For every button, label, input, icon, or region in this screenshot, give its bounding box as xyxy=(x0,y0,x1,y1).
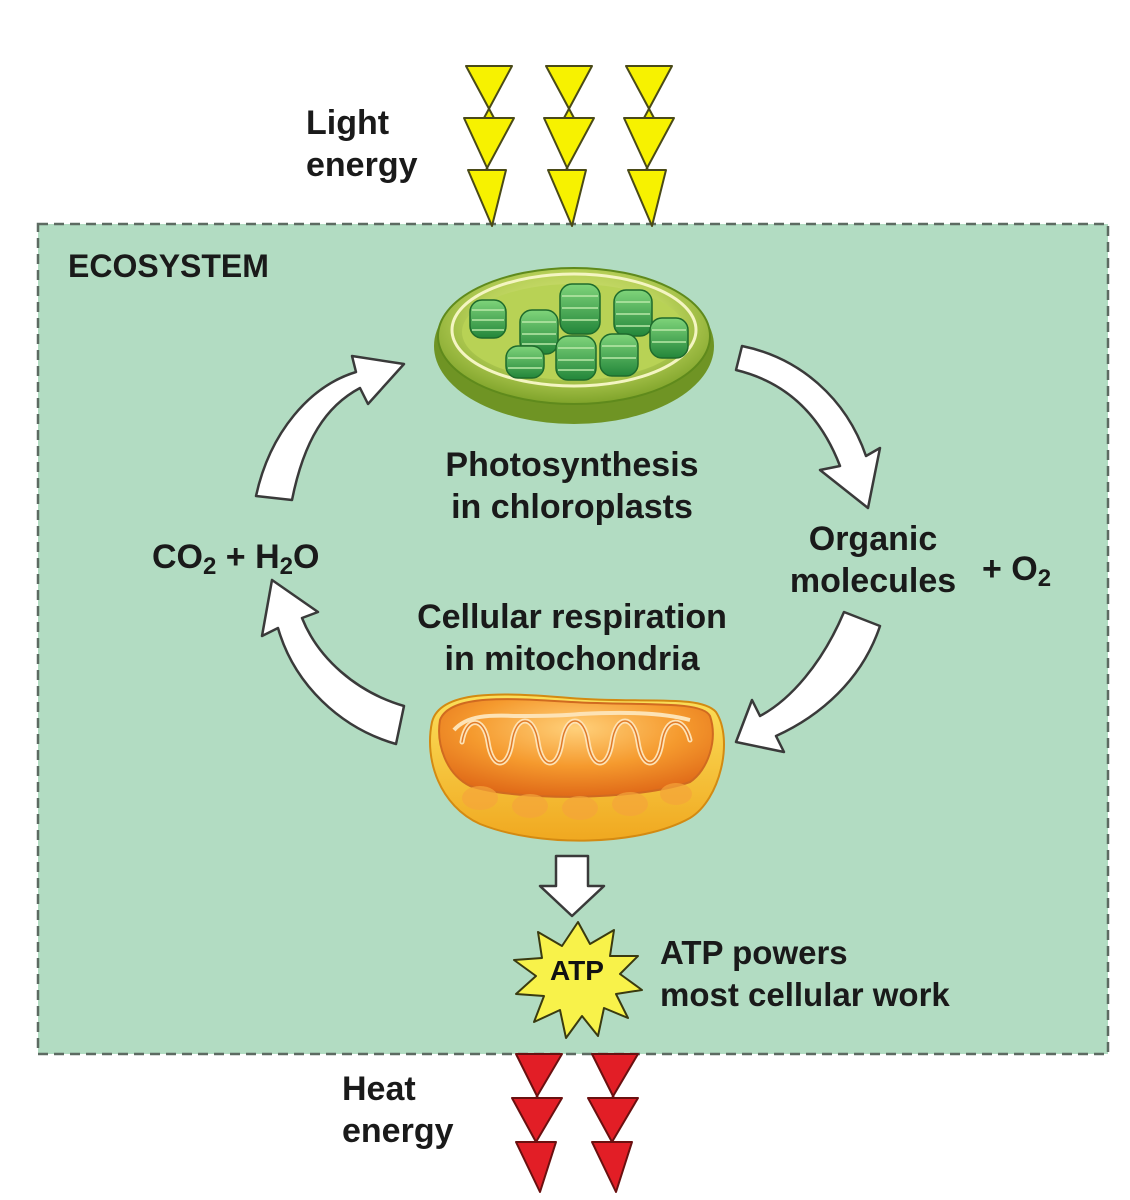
ecosystem-label: ECOSYSTEM xyxy=(68,248,269,284)
chloroplast-icon xyxy=(434,267,714,424)
cycle-arrow-icon-bottom-right xyxy=(734,610,882,754)
atp-work-line-2: most cellular work xyxy=(660,976,950,1013)
cycle-arrow-icon-top-left xyxy=(254,354,406,502)
light-energy-line-2: energy xyxy=(306,146,418,184)
atp-starburst-icon xyxy=(513,921,643,1039)
atp-work-line-1: ATP powers xyxy=(660,934,848,971)
oxygen-label: + O2 xyxy=(982,550,1052,592)
heat-energy-bolts xyxy=(511,1053,639,1193)
atp-powers-label: ATP powers most cellular work xyxy=(660,932,950,1016)
atp-badge-text: ATP xyxy=(550,955,604,986)
heat-energy-line-2: energy xyxy=(342,1112,454,1150)
cycle-arrows xyxy=(254,344,882,918)
respiration-line-1: Cellular respiration xyxy=(417,598,727,636)
photosynthesis-line-1: Photosynthesis xyxy=(445,446,699,484)
cycle-arrow-icon-bottom-left xyxy=(260,578,406,746)
light-bolt-icon-3 xyxy=(623,65,675,227)
photosynthesis-line-2: in chloroplasts xyxy=(451,488,693,526)
heat-energy-label: Heat energy xyxy=(342,1068,454,1152)
light-bolt-icon-2 xyxy=(543,65,595,227)
heat-bolt-icon-2 xyxy=(587,1053,639,1193)
down-arrow-icon xyxy=(538,854,606,918)
organic-molecules-line-2: molecules xyxy=(789,562,957,600)
respiration-line-2: in mitochondria xyxy=(444,640,700,678)
mitochondrion-icon xyxy=(429,693,725,842)
light-energy-label: Light energy xyxy=(306,102,418,186)
photosynthesis-label: Photosynthesis in chloroplasts xyxy=(372,444,772,528)
cycle-arrow-icon-top-right xyxy=(734,344,882,510)
co2-h2o-label: CO2 + H2O xyxy=(152,538,320,580)
heat-energy-line-1: Heat xyxy=(342,1070,416,1108)
organic-molecules-label: Organic molecules xyxy=(762,518,984,602)
light-bolt-icon-1 xyxy=(463,65,515,227)
cellular-respiration-label: Cellular respiration in mitochondria xyxy=(352,596,792,680)
organic-molecules-line-1: Organic xyxy=(808,520,938,558)
light-energy-bolts xyxy=(463,65,675,227)
light-energy-line-1: Light xyxy=(306,104,390,142)
heat-bolt-icon-1 xyxy=(511,1053,563,1193)
